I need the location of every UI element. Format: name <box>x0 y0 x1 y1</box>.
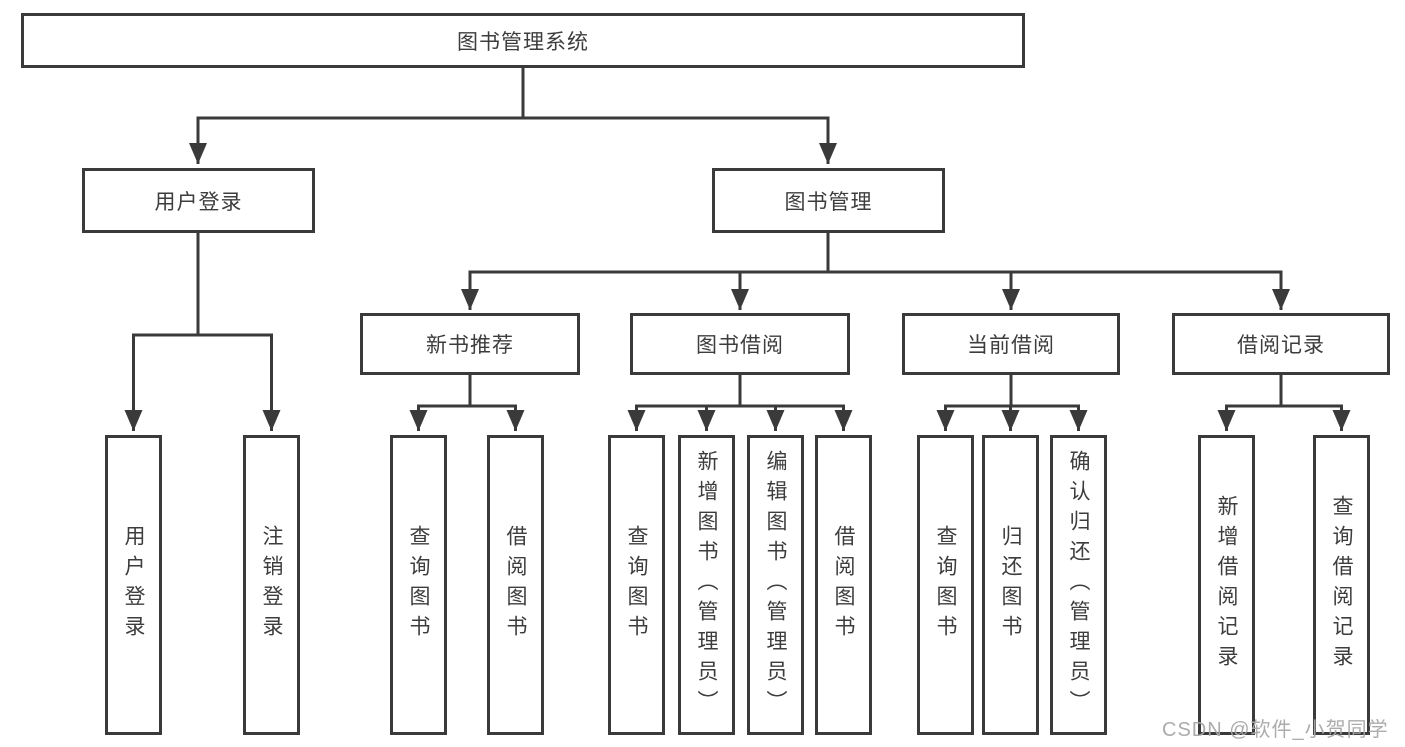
leaf-return-books: 归还图书 <box>982 435 1039 735</box>
leaf-user-login-label: 用户登录 <box>122 525 145 645</box>
leaf-borrow-books-label: 借阅图书 <box>832 525 855 645</box>
leaf-add-borrow-record: 新增借阅记录 <box>1198 435 1255 735</box>
leaf-query-borrow-record-label: 查询借阅记录 <box>1330 495 1353 675</box>
node-book-borrowing: 图书借阅 <box>630 313 850 375</box>
node-current-borrowing: 当前借阅 <box>902 313 1120 375</box>
node-book-management: 图书管理 <box>712 168 945 233</box>
leaf-query-borrow-record: 查询借阅记录 <box>1313 435 1370 735</box>
csdn-watermark: CSDN @软件_小贺同学 <box>1162 719 1389 741</box>
leaf-borrow-books-recommend-label: 借阅图书 <box>504 525 527 645</box>
leaf-query-books-borrow: 查询图书 <box>608 435 665 735</box>
node-borrowing-records: 借阅记录 <box>1172 313 1390 375</box>
leaf-user-login: 用户登录 <box>105 435 162 735</box>
leaf-borrow-books-recommend: 借阅图书 <box>487 435 544 735</box>
leaf-query-books-recommend: 查询图书 <box>390 435 447 735</box>
leaf-add-borrow-record-label: 新增借阅记录 <box>1215 495 1238 675</box>
node-user-login: 用户登录 <box>82 168 315 233</box>
leaf-borrow-books: 借阅图书 <box>815 435 872 735</box>
leaf-query-books-recommend-label: 查询图书 <box>407 525 430 645</box>
leaf-confirm-return-admin-label: 确认归还（管理员） <box>1067 450 1090 720</box>
leaf-logout-label: 注销登录 <box>260 525 283 645</box>
node-new-book-recommendation: 新书推荐 <box>360 313 580 375</box>
leaf-add-books-admin-label: 新增图书（管理员） <box>695 450 718 720</box>
leaf-confirm-return-admin: 确认归还（管理员） <box>1050 435 1107 735</box>
leaf-return-books-label: 归还图书 <box>999 525 1022 645</box>
leaf-query-books-current-label: 查询图书 <box>934 525 957 645</box>
leaf-logout: 注销登录 <box>243 435 300 735</box>
leaf-edit-books-admin-label: 编辑图书（管理员） <box>764 450 787 720</box>
node-library-system: 图书管理系统 <box>21 13 1025 68</box>
leaf-query-books-borrow-label: 查询图书 <box>625 525 648 645</box>
leaf-edit-books-admin: 编辑图书（管理员） <box>747 435 804 735</box>
leaf-query-books-current: 查询图书 <box>917 435 974 735</box>
leaf-add-books-admin: 新增图书（管理员） <box>678 435 735 735</box>
